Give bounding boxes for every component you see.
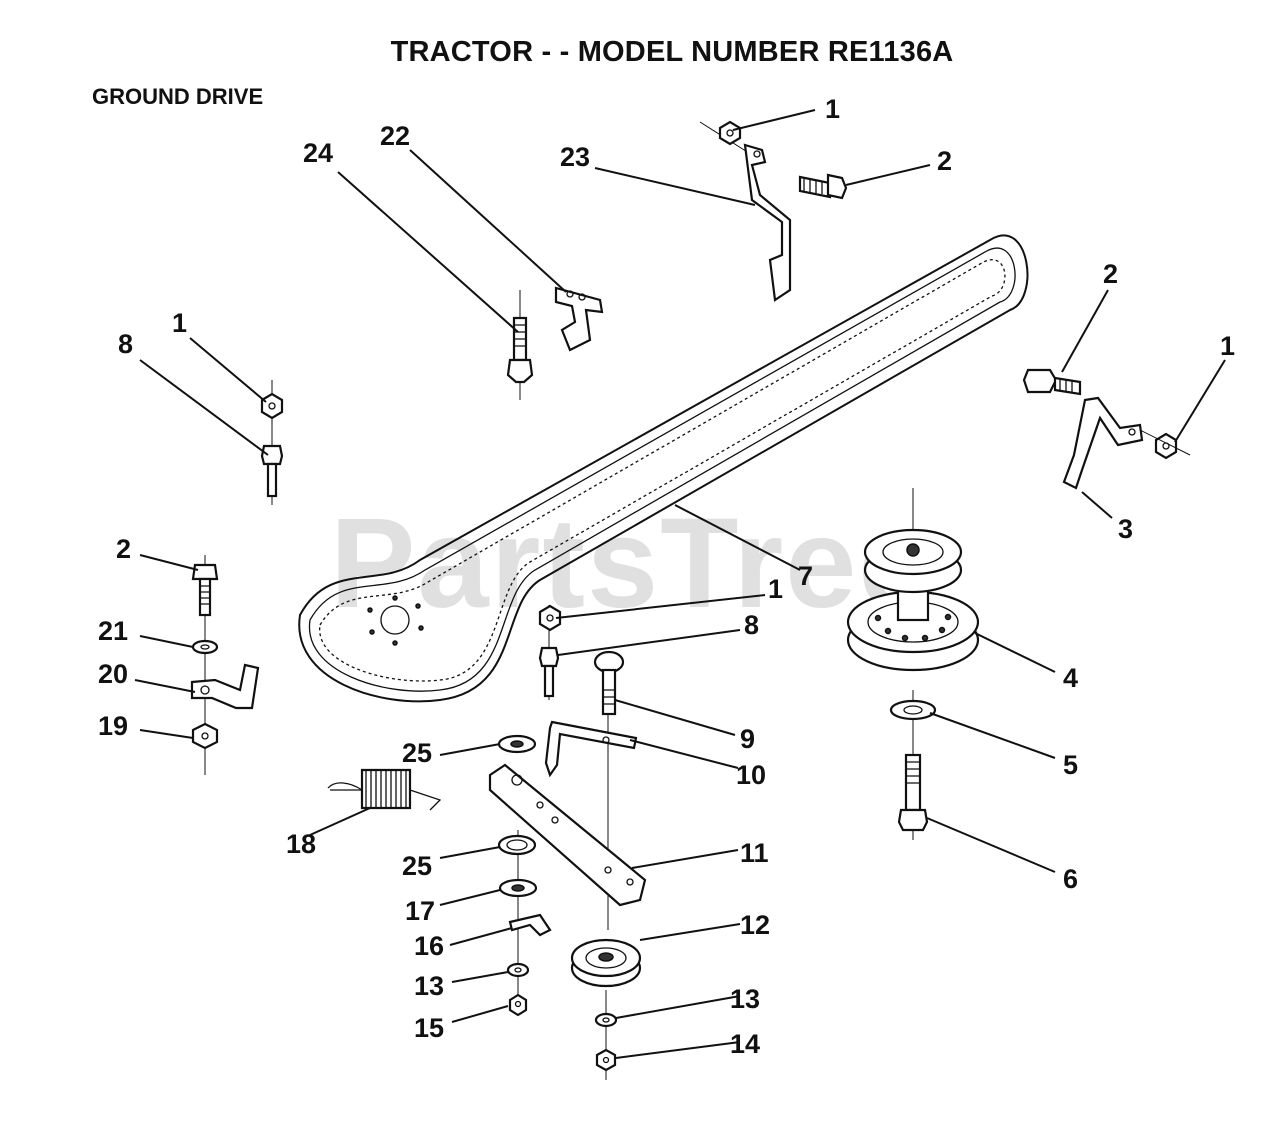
callout-13: 13 [730, 984, 760, 1014]
callout-1: 1 [825, 94, 840, 124]
left-hardware-stack [190, 555, 260, 775]
bracket-part-23 [699, 120, 848, 302]
callout-25: 25 [402, 738, 432, 768]
callout-1: 1 [1220, 331, 1235, 361]
diagram-title: TRACTOR - - MODEL NUMBER RE1136A [390, 36, 954, 68]
callout-14: 14 [730, 1029, 760, 1059]
callout-17: 17 [405, 896, 435, 926]
callout-12: 12 [740, 910, 770, 940]
callout-18: 18 [286, 829, 316, 859]
belt-part-7 [298, 234, 1029, 703]
callout-labels: 1 2 23 22 24 2 1 1 8 3 2 21 20 19 1 8 7 … [98, 94, 1235, 1059]
callout-5: 5 [1063, 750, 1078, 780]
callout-1: 1 [768, 574, 783, 604]
callout-23: 23 [560, 142, 590, 172]
callout-24: 24 [303, 138, 333, 168]
callout-2: 2 [937, 146, 952, 176]
spacer-part-25-top [497, 734, 537, 754]
section-title: GROUND DRIVE [92, 84, 264, 109]
callout-19: 19 [98, 711, 128, 741]
pulley-part-4 [846, 488, 980, 840]
callout-13: 13 [414, 971, 444, 1001]
callout-4: 4 [1063, 663, 1078, 693]
callout-1: 1 [172, 308, 187, 338]
bracket-part-22 [506, 286, 604, 400]
idler-pulley-part-12 [570, 938, 642, 1080]
callout-21: 21 [98, 616, 128, 646]
callout-15: 15 [414, 1013, 444, 1043]
bracket-part-3 [1022, 368, 1191, 490]
callout-3: 3 [1118, 514, 1133, 544]
callout-6: 6 [1063, 864, 1078, 894]
spring-part-18 [327, 768, 442, 811]
callout-8: 8 [744, 610, 759, 640]
nut-stud-left [260, 380, 284, 505]
callout-2: 2 [116, 534, 131, 564]
lower-hardware-stack [497, 830, 552, 1017]
callout-2: 2 [1103, 259, 1118, 289]
nut-stud-center [538, 604, 562, 700]
callout-11: 11 [740, 838, 769, 868]
callout-25: 25 [402, 851, 432, 881]
callout-20: 20 [98, 659, 128, 689]
callout-8: 8 [118, 329, 133, 359]
leader-lines [134, 109, 1226, 1059]
callout-7: 7 [798, 561, 813, 591]
callout-16: 16 [414, 931, 444, 961]
callout-10: 10 [736, 760, 766, 790]
callout-9: 9 [740, 724, 755, 754]
callout-22: 22 [380, 121, 410, 151]
